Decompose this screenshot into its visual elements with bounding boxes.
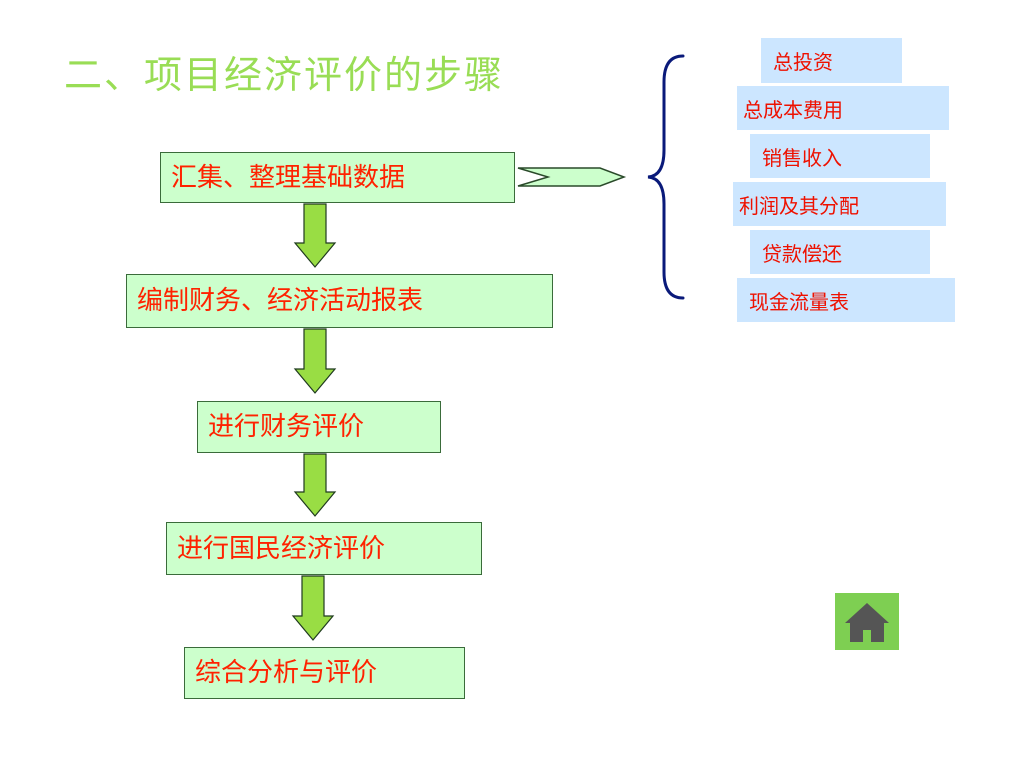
down-arrow-1 bbox=[293, 203, 337, 268]
down-arrow-4 bbox=[291, 575, 335, 641]
data-item-total-investment: 总投资 bbox=[761, 38, 902, 83]
down-arrow-2 bbox=[293, 328, 337, 394]
step-comprehensive-analysis: 综合分析与评价 bbox=[184, 647, 465, 699]
data-item-sales-revenue: 销售收入 bbox=[750, 134, 930, 178]
horizontal-arrow bbox=[517, 167, 627, 187]
curly-brace bbox=[647, 54, 685, 300]
data-item-total-cost: 总成本费用 bbox=[737, 86, 949, 130]
step-financial-evaluation: 进行财务评价 bbox=[197, 401, 441, 453]
data-item-loan-repayment: 贷款偿还 bbox=[750, 230, 930, 274]
page-title: 二、项目经济评价的步骤 bbox=[64, 53, 505, 97]
home-button[interactable] bbox=[835, 593, 899, 650]
down-arrow-3 bbox=[293, 453, 337, 517]
data-item-cash-flow-statement: 现金流量表 bbox=[737, 278, 955, 322]
step-national-economic-evaluation: 进行国民经济评价 bbox=[166, 522, 482, 575]
step-compile-reports: 编制财务、经济活动报表 bbox=[126, 274, 553, 328]
data-item-profit-distribution: 利润及其分配 bbox=[733, 182, 946, 226]
home-icon bbox=[845, 603, 889, 642]
step-collect-data: 汇集、整理基础数据 bbox=[160, 152, 515, 203]
